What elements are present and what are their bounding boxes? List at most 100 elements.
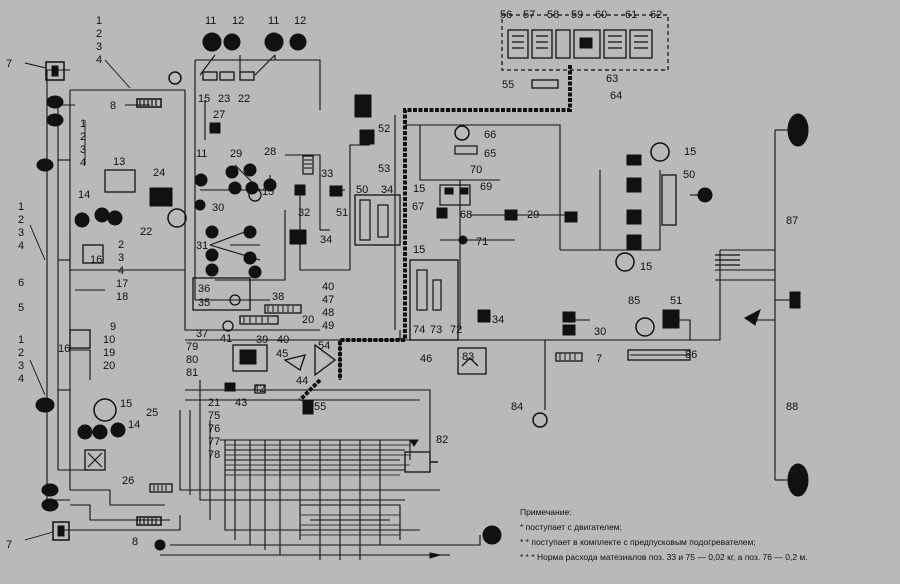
callout-label: 5 [18, 302, 24, 314]
callout-label: 23 [218, 93, 230, 105]
callout-label: 16 [90, 254, 102, 266]
note-line: * поступает с двигателем; [520, 522, 622, 532]
callout-label: 51 [670, 295, 682, 307]
callout-label: 4 [80, 157, 86, 169]
callout-label: 85 [628, 295, 640, 307]
callout-label: 67 [412, 201, 424, 213]
note-title: Примечание: [520, 507, 572, 517]
callout-label: 11 [205, 15, 216, 27]
callout-label: 34 [381, 184, 393, 196]
callout-label: 14 [78, 189, 90, 201]
callout-label: 7 [6, 58, 12, 70]
harness-thick [298, 65, 572, 402]
callout-label: 27 [213, 109, 225, 121]
callout-label: 74 [413, 324, 425, 336]
callout-label: 55 [314, 401, 326, 413]
callout-label: 48 [322, 307, 334, 319]
callout-label: 61 [625, 9, 637, 21]
note-block: Примечание: * поступает с двигателем; * … [520, 505, 898, 565]
callout-label: 50 [356, 184, 368, 196]
callout-label: 34 [320, 234, 332, 246]
callout-label: 9 [110, 321, 116, 333]
callout-label: 15 [684, 146, 696, 158]
callout-label: 81 [186, 367, 198, 379]
callout-label: 6 [18, 277, 24, 289]
callout-label: 41 [220, 333, 232, 345]
callout-label: 72 [450, 324, 462, 336]
callout-label: 15 [413, 183, 425, 195]
callout-label: 39 [256, 334, 268, 346]
callout-label: 15 [198, 93, 210, 105]
note-line: * * поступает в комплекте с предпусковым… [520, 537, 756, 547]
callout-label: 3 [80, 144, 86, 156]
callout-label: 59 [571, 9, 583, 21]
callout-label: 30 [594, 326, 606, 338]
callout-label: 63 [606, 73, 618, 85]
callout-label: 73 [430, 324, 442, 336]
callout-label: 34 [492, 314, 504, 326]
callout-label: 76 [208, 423, 220, 435]
note-line: * * * Норма расхода матезиалов поз. 33 и… [520, 552, 808, 562]
callout-label: 4 [18, 240, 24, 252]
components [35, 29, 809, 559]
callout-label: 58 [547, 9, 559, 21]
callout-label: 38 [272, 291, 284, 303]
fuse-box-outline [501, 14, 669, 71]
callout-label: 3 [18, 360, 24, 372]
callout-label: 4 [18, 373, 24, 385]
callout-label: 8 [132, 536, 138, 548]
callout-label: 1 [80, 118, 86, 130]
callout-label: 11 [268, 15, 279, 27]
callout-label: 22 [238, 93, 250, 105]
callout-label: 4 [118, 265, 124, 277]
callout-label: 1 [18, 334, 24, 346]
callout-label: 46 [420, 353, 432, 365]
callout-label: 26 [122, 475, 134, 487]
callout-label: 53 [378, 163, 390, 175]
callout-label: 88 [786, 401, 798, 413]
callout-label: 31 [196, 240, 208, 252]
callout-label: 12 [294, 15, 306, 27]
callout-label: 20 [302, 314, 314, 326]
callout-label: 18 [116, 291, 128, 303]
callout-label: 17 [116, 278, 128, 290]
callout-label: 32 [298, 207, 310, 219]
callout-label: 28 [264, 146, 276, 158]
callout-label: 29 [527, 209, 539, 221]
callout-label: 7 [596, 353, 602, 365]
callout-label: 87 [786, 215, 798, 227]
callout-label: 84 [511, 401, 523, 413]
callout-label: 86 [685, 349, 697, 361]
callout-label: 16 [58, 343, 70, 355]
callout-label: 52 [378, 123, 390, 135]
callout-label: 40 [322, 281, 334, 293]
callout-label: 15 [413, 244, 425, 256]
callout-label: 69 [480, 181, 492, 193]
callout-label: 78 [208, 449, 220, 461]
callout-label: 15 [640, 261, 652, 273]
wires [46, 54, 790, 560]
callout-label: 68 [460, 209, 472, 221]
callout-label: 75 [208, 410, 220, 422]
callout-label: 12 [232, 15, 244, 27]
callout-label: 3 [96, 41, 102, 53]
callout-label: 77 [208, 436, 220, 448]
callout-label: 2 [96, 28, 102, 40]
callout-label: 13 [113, 156, 125, 168]
callout-label: 57 [523, 9, 535, 21]
callout-label: 51 [336, 207, 348, 219]
callout-label: 66 [484, 129, 496, 141]
callout-label: 2 [18, 347, 24, 359]
callout-label: 47 [322, 294, 334, 306]
callout-label: 49 [322, 320, 334, 332]
callout-label: 2 [18, 214, 24, 226]
callout-label: 3 [18, 227, 24, 239]
callout-label: 30 [212, 202, 224, 214]
callout-label: 10 [103, 334, 115, 346]
callout-label: 2 [118, 239, 124, 251]
callout-label: 15 [262, 186, 274, 198]
callout-label: 21 [208, 397, 220, 409]
callout-label: 33 [321, 168, 333, 180]
